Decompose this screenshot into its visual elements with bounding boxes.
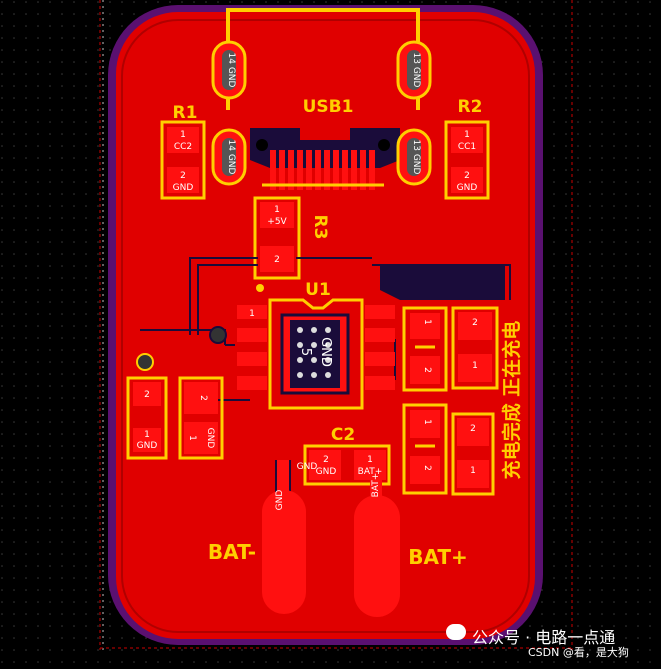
r2-footprint xyxy=(444,120,490,200)
led-bottom-footprint xyxy=(402,403,448,495)
led-res-top-footprint xyxy=(451,306,499,390)
usb-hole-tr-label: 13 GND xyxy=(411,53,421,88)
left-cap1-pad1-net: GND xyxy=(137,441,158,451)
led-res-top-pad2-num: 2 xyxy=(472,318,478,328)
led-top-pad2-num: 2 xyxy=(422,367,432,373)
left-cap1-footprint xyxy=(126,376,168,460)
r1-pad2-net: GND xyxy=(173,183,194,193)
r3-pad1-num: 1 xyxy=(274,205,280,215)
usb-hole-br-label: 13 GND xyxy=(411,140,421,175)
r2-label: R2 xyxy=(458,97,483,117)
left-cap2-pad2-num: 2 xyxy=(198,395,208,401)
r3-footprint xyxy=(253,196,301,280)
led-top-pad1-num: 1 xyxy=(422,319,432,325)
usb-mount-hole-right xyxy=(378,139,390,151)
copper-keepout xyxy=(121,19,530,633)
usb-pins xyxy=(270,150,375,190)
c2-pad2-net: GND xyxy=(316,467,337,477)
c2-footprint xyxy=(303,444,391,486)
r2-pad2-net: GND xyxy=(457,183,478,193)
u1-label: U1 xyxy=(305,280,331,300)
bat-minus-pad xyxy=(262,460,306,614)
c2-pad1-net: BAT+ xyxy=(358,467,383,477)
r1-footprint xyxy=(160,120,206,200)
bat-minus-net: GND xyxy=(275,490,285,511)
led-res-bottom-pad2-num: 2 xyxy=(470,424,476,434)
usb-label: USB1 xyxy=(303,97,354,117)
r2-pad2-num: 2 xyxy=(464,171,470,181)
left-cap2-pad1-net: GND xyxy=(205,428,215,449)
r1-pad1-net: CC2 xyxy=(174,142,192,152)
led-top-footprint xyxy=(402,306,448,392)
r3-pad1-net: +5V xyxy=(267,217,287,227)
left-cap2-footprint xyxy=(178,376,224,460)
u1-center-num: 5 xyxy=(298,348,313,356)
usb-hole-bottom-right: 13 GND xyxy=(396,128,432,186)
led-res-top-pad1-num: 1 xyxy=(472,361,478,371)
led-bottom-pad2-num: 2 xyxy=(422,465,432,471)
u1-pad1-num: 1 xyxy=(249,309,255,319)
left-cap1-pad2-num: 2 xyxy=(144,390,150,400)
via-2 xyxy=(136,353,154,371)
usb-hole-top-right: 13 GND xyxy=(396,40,432,100)
led-res-bottom-pad1-num: 1 xyxy=(470,466,476,476)
led-bottom-pad1-num: 1 xyxy=(422,419,432,425)
via-1 xyxy=(209,326,227,344)
u1-thermal-vias xyxy=(297,327,331,378)
copper-pour-right xyxy=(380,265,505,300)
bat-plus-pad xyxy=(354,480,400,617)
bat-plus-net: BAT+ xyxy=(371,473,381,498)
usb-mount-hole-left xyxy=(256,139,268,151)
c2-label: C2 xyxy=(331,425,355,445)
led-res-bottom-footprint xyxy=(451,412,495,496)
usb-hole-bl-label: 14 GND xyxy=(226,140,236,175)
c2-pad2-num: 2 xyxy=(323,455,329,465)
u1-pin1-marker xyxy=(256,284,264,292)
left-cap1-pad1-num: 1 xyxy=(144,430,150,440)
usb-hole-tl-label: 14 GND xyxy=(226,53,236,88)
r2-pad1-num: 1 xyxy=(464,130,470,140)
usb-hole-top-left: 14 GND xyxy=(211,40,247,100)
r1-pad2-num: 2 xyxy=(180,171,186,181)
r3-pad2-num: 2 xyxy=(274,255,280,265)
u1-center-net: GND xyxy=(318,337,333,367)
c2-pad1-num: 1 xyxy=(367,455,373,465)
bat-plus-label: BAT+ xyxy=(408,545,468,569)
r3-label: R3 xyxy=(310,215,330,240)
left-cap2-pad1-num: 1 xyxy=(187,435,197,441)
bat-minus-net-top: GND xyxy=(297,462,318,472)
bat-minus-label: BAT- xyxy=(208,540,256,564)
usb-hole-bottom-left: 14 GND xyxy=(211,128,247,186)
led-status-label: 充电完成 正在充电 xyxy=(500,321,523,480)
r2-pad1-net: CC1 xyxy=(458,142,476,152)
r1-pad1-num: 1 xyxy=(180,130,186,140)
r1-label: R1 xyxy=(173,103,198,123)
